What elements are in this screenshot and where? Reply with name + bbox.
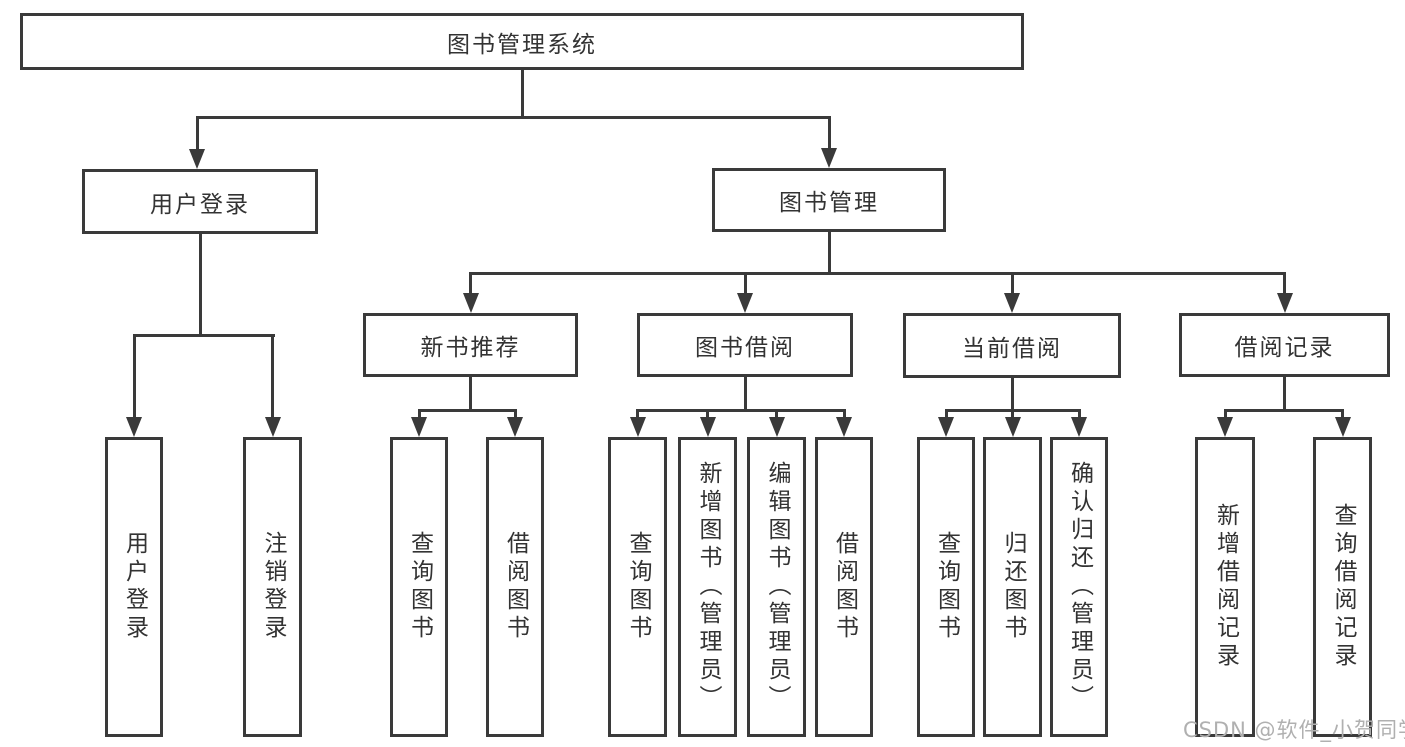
leaf-logout: 注销登录 <box>243 437 302 737</box>
line <box>195 116 831 119</box>
arrowhead <box>264 417 281 437</box>
arrowhead <box>768 417 785 437</box>
line <box>1010 377 1014 412</box>
arrowhead <box>836 417 852 437</box>
line <box>1223 409 1344 412</box>
leaf-user-login: 用户登录 <box>105 437 163 737</box>
line <box>1223 409 1227 419</box>
arrowhead <box>189 149 205 169</box>
line <box>1010 272 1014 295</box>
node-root: 图书管理系统 <box>20 13 1024 70</box>
line <box>775 409 778 419</box>
watermark: CSDN @软件_小贺同学 <box>1183 718 1405 742</box>
arrowhead <box>1071 417 1087 437</box>
arrowhead <box>629 417 646 437</box>
arrowhead <box>1004 417 1021 437</box>
arrowhead <box>1217 417 1233 437</box>
arrowhead <box>821 148 837 168</box>
line <box>469 377 472 412</box>
line <box>1283 377 1286 412</box>
leaf-confirm-return-admin: 确认归还（管理员） <box>1050 437 1108 737</box>
line <box>636 409 846 412</box>
leaf-edit-book-admin: 编辑图书（管理员） <box>747 437 806 737</box>
line <box>271 334 274 419</box>
line <box>827 116 831 150</box>
node-borrow-records: 借阅记录 <box>1179 313 1390 377</box>
line <box>1011 409 1014 419</box>
line <box>132 334 136 419</box>
line <box>417 409 421 419</box>
leaf-query-books-newbook: 查询图书 <box>390 437 448 737</box>
line <box>827 232 831 275</box>
leaf-borrow-books-newbook: 借阅图书 <box>486 437 544 737</box>
line <box>469 272 472 295</box>
arrowhead <box>411 417 427 437</box>
arrowhead <box>737 293 753 313</box>
line <box>198 234 202 337</box>
leaf-query-books-borrow: 查询图书 <box>608 437 667 737</box>
node-book-borrow: 图书借阅 <box>637 313 853 377</box>
line <box>743 272 747 295</box>
node-current-borrow: 当前借阅 <box>903 313 1121 378</box>
line <box>743 377 747 412</box>
line <box>1341 409 1344 419</box>
line <box>195 116 199 151</box>
node-new-book-recommend: 新书推荐 <box>363 313 578 377</box>
line <box>706 409 709 419</box>
line <box>469 272 1286 275</box>
line <box>636 409 639 419</box>
line <box>417 409 517 412</box>
leaf-add-borrow-record: 新增借阅记录 <box>1195 437 1255 737</box>
line <box>513 409 517 419</box>
line <box>944 409 948 419</box>
arrowhead <box>938 417 954 437</box>
arrowhead <box>1004 293 1020 313</box>
line <box>1077 409 1081 419</box>
line <box>520 70 524 119</box>
arrowhead <box>1276 293 1293 313</box>
leaf-query-borrow-record: 查询借阅记录 <box>1313 437 1372 737</box>
leaf-query-books-current: 查询图书 <box>917 437 975 737</box>
leaf-return-books: 归还图书 <box>983 437 1042 737</box>
line <box>842 409 846 419</box>
arrowhead <box>507 417 523 437</box>
leaf-add-book-admin: 新增图书（管理员） <box>678 437 737 737</box>
arrowhead <box>1334 417 1351 437</box>
line <box>132 334 275 337</box>
node-book-management: 图书管理 <box>712 168 946 232</box>
arrowhead <box>462 293 479 313</box>
leaf-borrow-books: 借阅图书 <box>815 437 873 737</box>
arrowhead <box>699 417 716 437</box>
node-user-login: 用户登录 <box>82 169 318 234</box>
arrowhead <box>126 417 142 437</box>
line <box>1283 272 1286 295</box>
